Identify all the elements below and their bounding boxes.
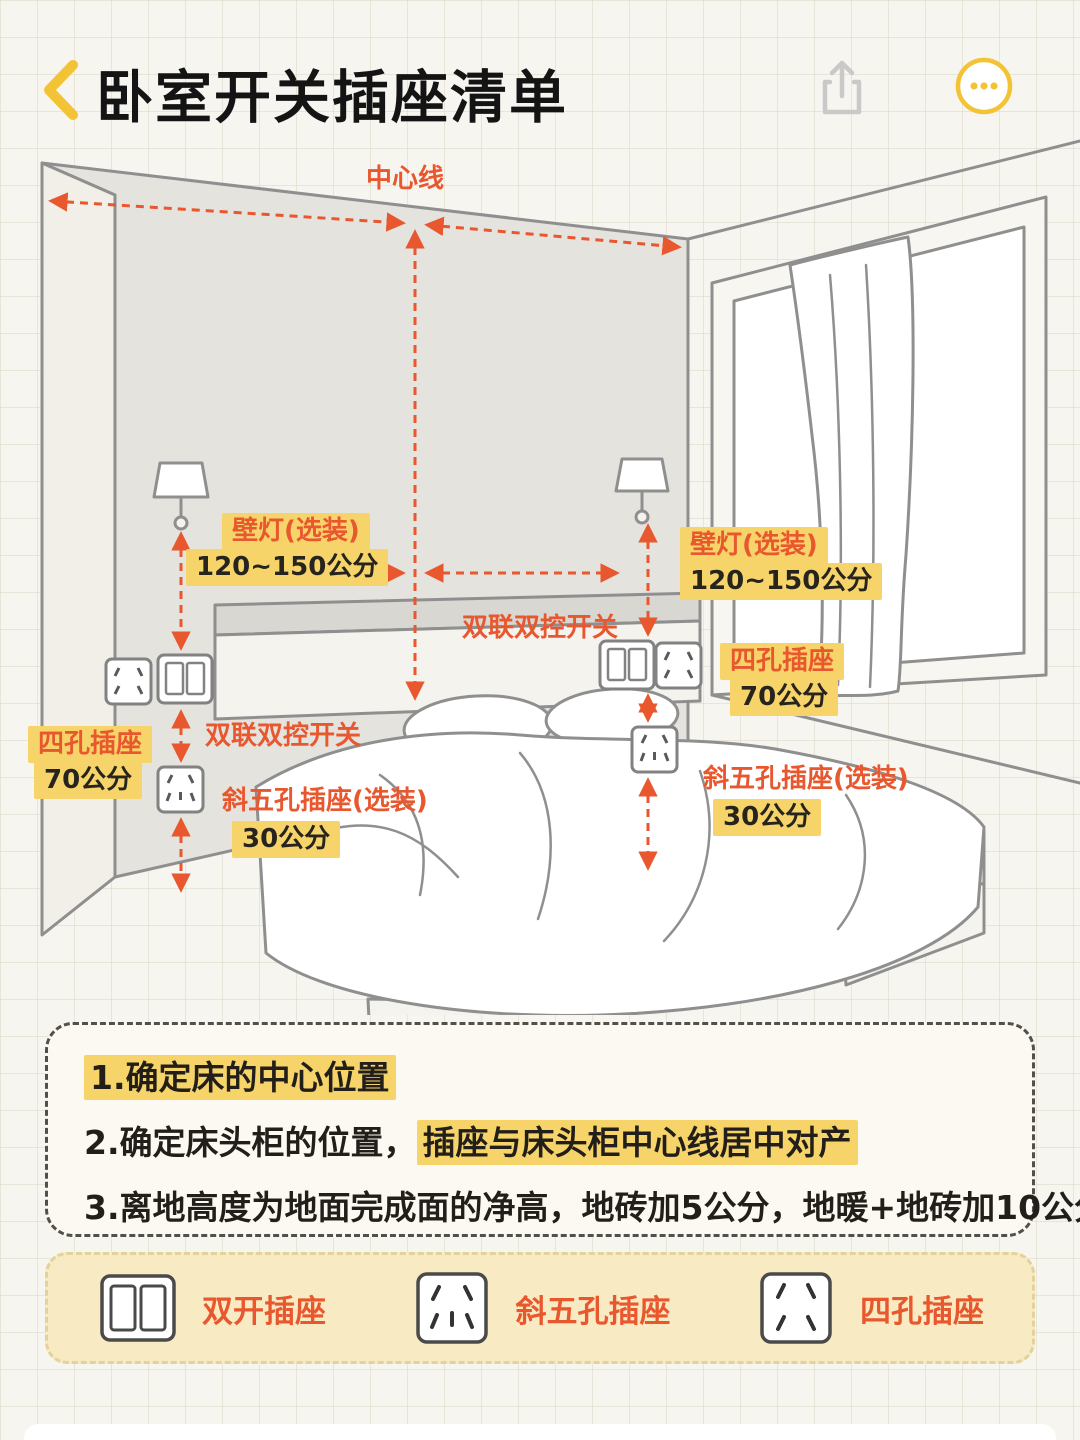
label-wall-lamp-right-height: 120~150公分 [680,563,883,600]
duvet-fold [518,751,552,921]
curtain-fold [864,263,875,689]
next-card-edge [24,1424,1056,1440]
wall-lamp-left [152,461,210,499]
duvet-fold [378,773,425,897]
legend-item-five-hole-socket: 斜五孔插座 [410,1266,671,1350]
note-2-highlight: 插座与床头柜中心线居中对产 [416,1120,858,1165]
double-switch-icon [100,1274,176,1342]
wall-lamp-left-mount [173,515,189,531]
header: 卧室开关插座清单 [0,46,1080,136]
bedroom-diagram: 中心线 壁灯(选装) 120~150公分 壁灯(选装) 120~150公分 双联… [0,135,1080,1015]
room-illustration [40,139,1080,1015]
label-angled-five-socket-right: 斜五孔插座(选装) [703,764,909,794]
curtain [788,235,915,699]
note-line-3: 3.离地高度为地面完成面的净高，地砖加5公分，地暖+地砖加10公分 [84,1181,1080,1229]
angled-five-hole-socket-icon [415,1272,488,1344]
wall-lamp-right [614,457,670,493]
more-options-icon[interactable] [952,54,1016,118]
label-four-hole-socket-left-height: 70公分 [34,762,143,799]
curtain-fold [828,273,843,687]
legend-label-four-hole-socket: 四孔插座 [860,1293,984,1330]
label-angled-five-socket-left: 斜五孔插座(选装) [222,786,428,816]
center-arrow-left [48,192,406,232]
ceiling-edge [686,139,1080,241]
duvet-fold [662,769,711,943]
page-title: 卧室开关插座清单 [96,65,568,131]
double-switch-right-icon [598,639,656,691]
legend-label-double-switch: 双开插座 [202,1293,326,1330]
four-hole-socket-left-icon [104,657,153,706]
share-icon[interactable] [812,56,872,120]
label-wall-lamp-left-height: 120~150公分 [186,549,389,586]
note-2-text: 2.确定床头柜的位置， [84,1123,417,1162]
note-line-2: 2.确定床头柜的位置，插座与床头柜中心线居中对产 [84,1116,996,1165]
angled-five-socket-left-icon [156,765,205,814]
label-angled-five-socket-left-height: 30公分 [232,821,341,858]
angled-five-socket-right-icon [630,725,679,774]
label-four-hole-socket-right: 四孔插座 [720,643,845,680]
label-double-switch-left: 双联双控开关 [205,721,362,751]
label-angled-five-socket-right-height: 30公分 [713,799,822,836]
four-hole-socket-right-icon [654,641,703,690]
duvet-fold [836,793,867,931]
notes-box: 1.确定床的中心位置 2.确定床头柜的位置，插座与床头柜中心线居中对产 3.离地… [45,1022,1080,1237]
note-1-highlight: 1.确定床的中心位置 [84,1055,396,1100]
label-wall-lamp-left: 壁灯(选装) [222,513,370,550]
back-icon[interactable] [40,58,80,122]
label-wall-lamp-right: 壁灯(选装) [680,527,828,564]
double-switch-left-icon [156,653,214,705]
four-hole-socket-icon [760,1272,832,1344]
wall-lamps [152,457,670,531]
legend-item-double-switch: 双开插座 [96,1266,326,1350]
label-four-hole-socket-left: 四孔插座 [28,726,153,763]
wall-lamp-right-mount [634,509,650,525]
side-wall [40,161,117,937]
label-double-switch-top: 双联双控开关 [462,613,619,643]
legend: 双开插座 斜五孔插座 四孔插座 [45,1252,1035,1364]
label-four-hole-socket-right-height: 70公分 [730,679,839,716]
note-line-1: 1.确定床的中心位置 [84,1051,996,1100]
note-3-text: 3.离地高度为地面完成面的净高，地砖加5公分，地暖+地砖加10公分 [84,1188,1080,1227]
legend-label-five-hole-socket: 斜五孔插座 [515,1293,671,1330]
legend-item-four-hole-socket: 四孔插座 [754,1266,984,1350]
label-center-line: 中心线 [366,164,445,194]
